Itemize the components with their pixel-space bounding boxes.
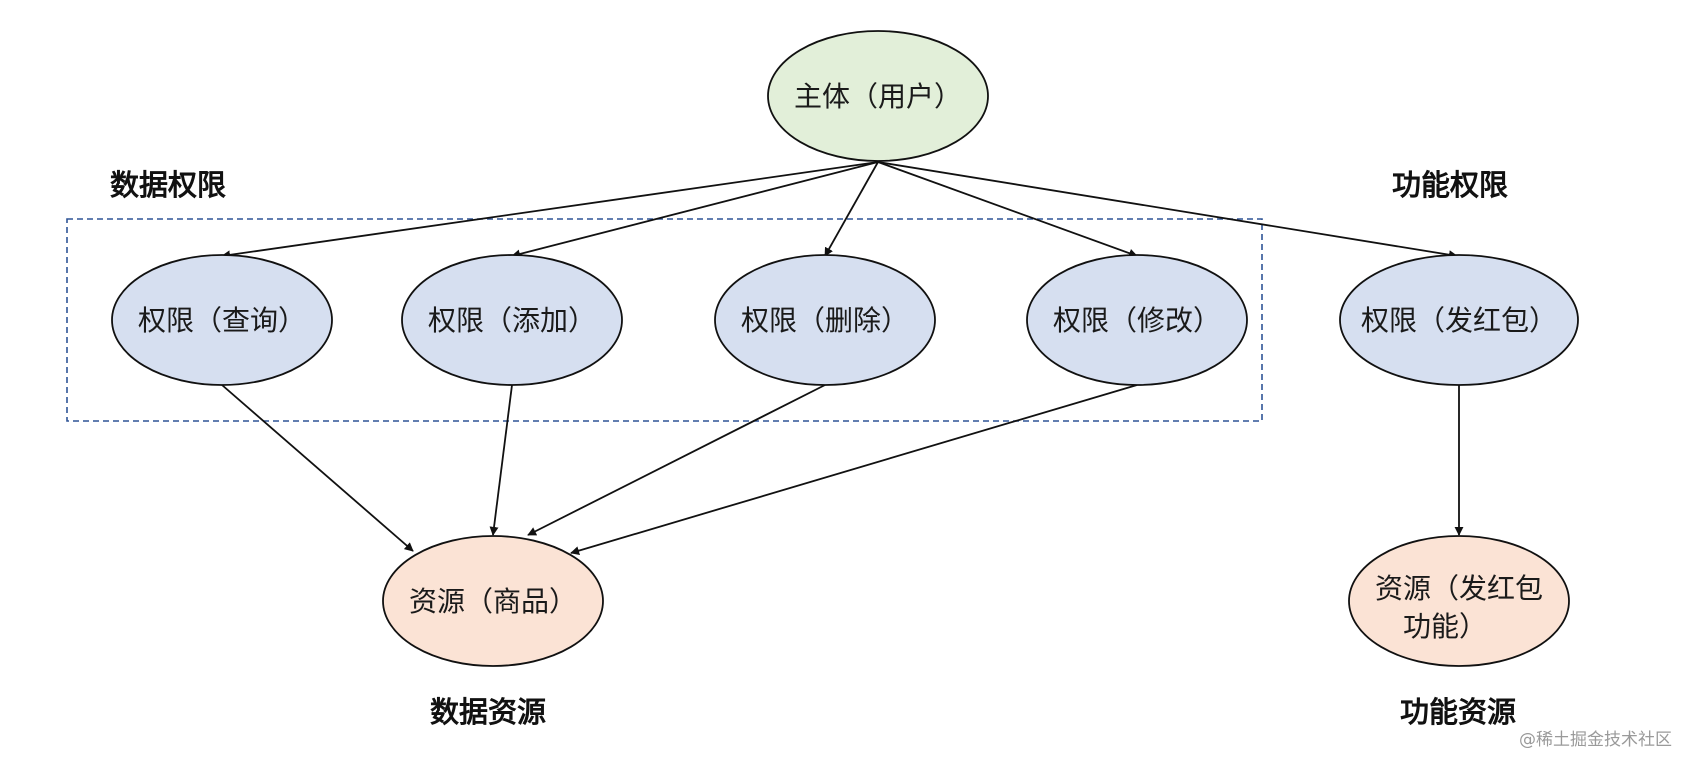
permission-query-label: 权限（查询） [138,304,306,337]
data-permission-group-box [66,218,1263,422]
permission-redpacket-label: 权限（发红包） [1361,304,1557,337]
function-resource-heading: 功能资源 [1400,695,1516,729]
data-permission-heading: 数据权限 [110,168,226,202]
edges-permissions-to-resources [221,384,1464,556]
permission-node-redpacket: 权限（发红包） [1339,254,1579,386]
edge-subject-redpacket [877,161,1458,260]
edge-subject-query [221,161,879,260]
permission-node-modify: 权限（修改） [1026,254,1248,386]
permission-modify-label: 权限（修改） [1053,304,1221,337]
edge-query-goods [221,384,414,552]
edge-subject-delete [824,161,879,257]
edge-modify-goods [570,384,1138,556]
permission-add-label: 权限（添加） [428,304,596,337]
permission-delete-label: 权限（删除） [741,304,909,337]
edge-subject-add [511,161,879,259]
permission-node-query: 权限（查询） [111,254,333,386]
function-permission-heading: 功能权限 [1392,168,1508,202]
subject-node: 主体（用户） [767,30,989,162]
edge-subject-modify [877,161,1138,258]
edge-add-goods [489,384,513,536]
resource-redpacket-label-line2: 功能） [1403,610,1487,643]
subject-label: 主体（用户） [794,80,962,113]
edges-subject-to-permissions [221,161,1458,260]
permission-node-add: 权限（添加） [401,254,623,386]
resource-redpacket-label-line1: 资源（发红包 [1375,572,1543,605]
resource-node-redpacket: 资源（发红包 功能） [1348,535,1570,667]
permission-node-delete: 权限（删除） [714,254,936,386]
data-resource-heading: 数据资源 [430,695,546,729]
watermark-text: @稀土掘金技术社区 [1519,730,1672,750]
resource-goods-label: 资源（商品） [409,585,577,618]
resource-node-goods: 资源（商品） [382,535,604,667]
edge-delete-goods [527,384,826,536]
